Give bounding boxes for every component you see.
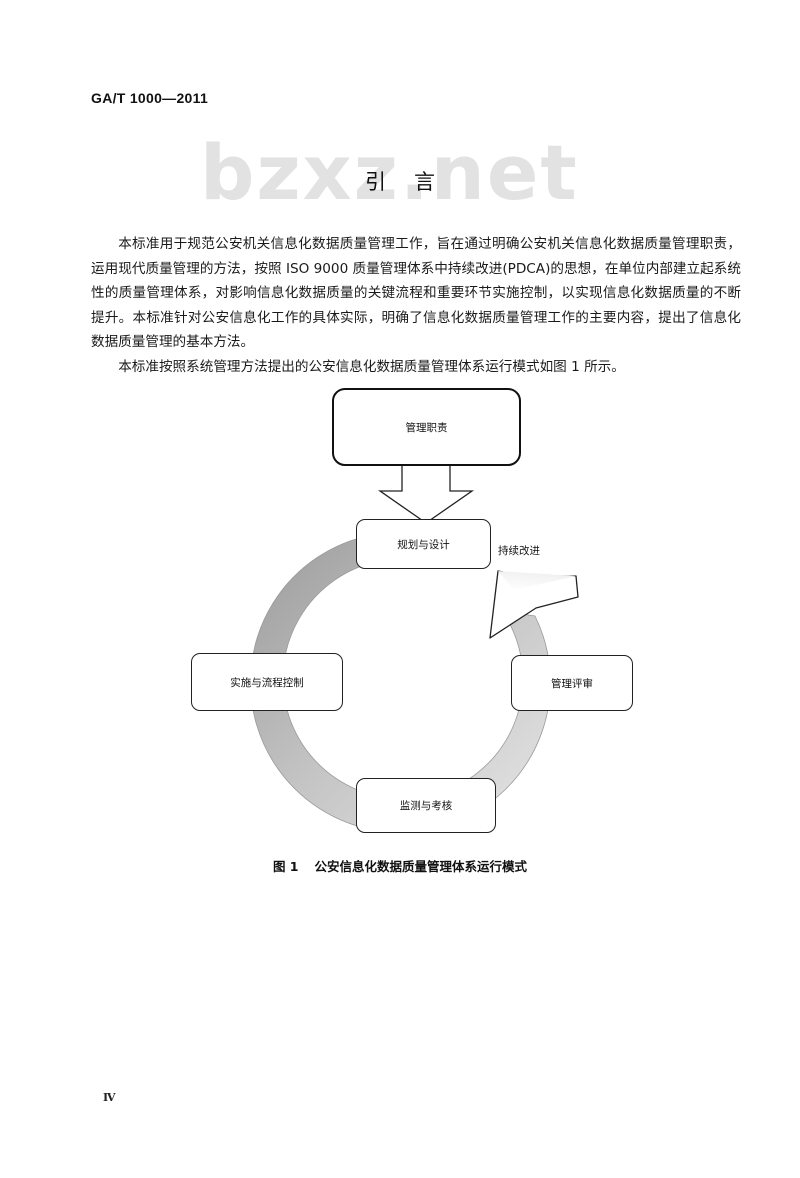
figure-number: 图 1 — [272, 859, 299, 874]
cycle-ring — [250, 534, 551, 833]
pdca-figure: 管理职责 规划与设计 实施与流程控制 管理评审 监测与考核 持续改进 — [180, 383, 640, 843]
box-implementation-control: 实施与流程控制 — [191, 653, 343, 711]
box-management-responsibility: 管理职责 — [332, 388, 521, 466]
standard-code: GA/T 1000—2011 — [91, 90, 209, 106]
down-arrow — [377, 466, 475, 524]
figure-caption: 图 1 公安信息化数据质量管理体系运行模式 — [0, 856, 800, 875]
paragraph-figure-ref: 本标准按照系统管理方法提出的公安信息化数据质量管理体系运行模式如图 1 所示。 — [118, 358, 625, 375]
figure-title: 公安信息化数据质量管理体系运行模式 — [314, 859, 528, 874]
pdca-cycle-graphic — [250, 466, 579, 833]
box-planning-design: 规划与设计 — [356, 519, 491, 569]
body-text: 本标准用于规范公安机关信息化数据质量管理工作，旨在通过明确公安机关信息化数据质量… — [91, 232, 741, 379]
section-title: 引言 — [365, 170, 463, 194]
box-management-review: 管理评审 — [511, 655, 633, 711]
box-monitoring-assessment: 监测与考核 — [356, 778, 496, 833]
page-number: Ⅳ — [103, 1091, 116, 1104]
label-continuous-improvement: 持续改进 — [498, 545, 540, 557]
paragraph-intro: 本标准用于规范公安机关信息化数据质量管理工作，旨在通过明确公安机关信息化数据质量… — [91, 236, 741, 350]
